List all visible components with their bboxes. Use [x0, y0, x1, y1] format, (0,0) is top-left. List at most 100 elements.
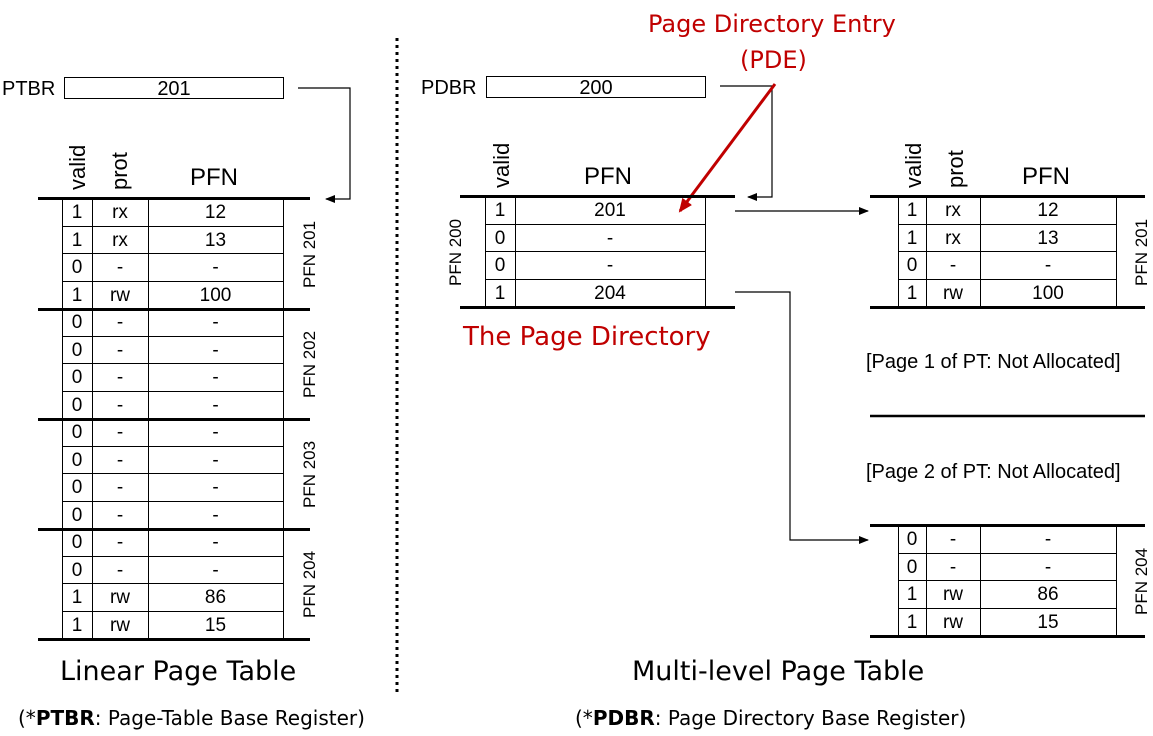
table-cell: -	[116, 477, 124, 498]
table-cell: -	[212, 532, 219, 553]
linear-note-bold: PTBR	[35, 706, 95, 730]
table-top-rule	[38, 197, 310, 200]
row-divider	[62, 583, 283, 584]
table-cell: -	[212, 422, 219, 443]
ptbr-register: 201	[64, 77, 284, 100]
table-cell: -	[949, 529, 957, 550]
row-divider	[62, 610, 283, 612]
table-cell: 100	[199, 284, 232, 306]
table-cell: -	[212, 449, 219, 471]
table-row: 0--	[870, 554, 1145, 581]
row-divider	[898, 251, 1116, 252]
column-divider	[705, 197, 706, 307]
table-cell: 0	[906, 529, 918, 550]
column-divider	[283, 419, 284, 529]
group-label: PFN 200	[446, 218, 465, 286]
table-cell: rw	[942, 611, 964, 633]
pt1-header-valid: valid	[901, 142, 926, 188]
table-cell: -	[606, 255, 614, 276]
column-divider	[926, 197, 927, 307]
table-cell: 0	[494, 227, 506, 249]
row-divider	[62, 335, 283, 337]
table-cell: 12	[204, 202, 227, 223]
table-row: 0 - -	[38, 474, 310, 501]
group-rule	[38, 418, 310, 421]
column-divider	[148, 419, 149, 529]
row-divider	[898, 552, 1116, 554]
table-cell: rw	[942, 282, 964, 304]
pde-label-line2: (PDE)	[740, 46, 807, 74]
table-cell: 1	[71, 614, 83, 636]
column-divider	[283, 309, 284, 419]
table-cell: -	[949, 255, 957, 276]
column-divider	[980, 197, 981, 307]
table-cell: 0	[71, 477, 83, 498]
table-cell: 86	[1037, 584, 1059, 605]
table-row: 0--	[38, 529, 310, 556]
table-top-rule	[460, 195, 735, 198]
linear-note: (*PTBR: Page-Table Base Register)	[18, 705, 365, 731]
table-cell: 13	[1037, 227, 1059, 249]
table-cell: 1	[906, 227, 918, 249]
table-cell: 1	[71, 229, 83, 251]
table-row: 0--	[38, 254, 310, 281]
table-cell: 100	[1032, 282, 1064, 304]
table-cell: -	[949, 556, 957, 578]
row-divider	[62, 445, 283, 447]
column-divider	[926, 526, 927, 636]
table-top-rule	[870, 195, 1145, 198]
table-cell: -	[212, 559, 219, 581]
table-cell: 1	[494, 282, 506, 304]
column-divider	[92, 199, 93, 309]
column-divider	[485, 197, 486, 307]
group-rule	[460, 306, 735, 309]
table-cell: 86	[204, 587, 227, 608]
table-cell: 0	[71, 394, 83, 416]
table-cell: 1	[71, 202, 83, 223]
table-cell: -	[1044, 529, 1052, 550]
pt1-header-prot: prot	[943, 150, 968, 188]
table-cell: 15	[1037, 611, 1059, 633]
column-divider	[92, 529, 93, 639]
table-cell: 15	[204, 614, 227, 636]
column-divider	[1116, 197, 1117, 307]
column-divider	[92, 309, 93, 419]
table-cell: 0	[71, 532, 83, 553]
column-divider	[980, 526, 981, 636]
directory-header-pfn: PFN	[584, 163, 632, 190]
linear-note-rest: : Page-Table Base Register)	[94, 706, 365, 730]
table-cell: 0	[71, 367, 83, 388]
directory-header-valid: valid	[489, 142, 514, 188]
column-divider	[62, 419, 63, 529]
table-cell: rx	[945, 200, 961, 221]
table-cell: -	[606, 227, 614, 249]
table-cell: 0	[906, 556, 918, 578]
pdbr-label: PDBR	[421, 77, 477, 99]
table-cell: -	[116, 367, 124, 388]
multilevel-note-rest: : Page Directory Base Register)	[654, 706, 967, 730]
table-row: 0 - -	[870, 526, 1145, 553]
row-divider	[485, 278, 705, 280]
table-cell: -	[116, 422, 124, 443]
multilevel-caption: Multi-level Page Table	[632, 656, 925, 687]
table-cell: -	[116, 449, 124, 471]
table-cell: -	[116, 339, 124, 361]
table-row: 0--	[38, 502, 310, 529]
table-cell: -	[212, 367, 219, 388]
table-row: 0 - -	[38, 364, 310, 391]
row-divider	[62, 473, 283, 474]
table-cell: -	[212, 477, 219, 498]
column-divider	[62, 529, 63, 639]
